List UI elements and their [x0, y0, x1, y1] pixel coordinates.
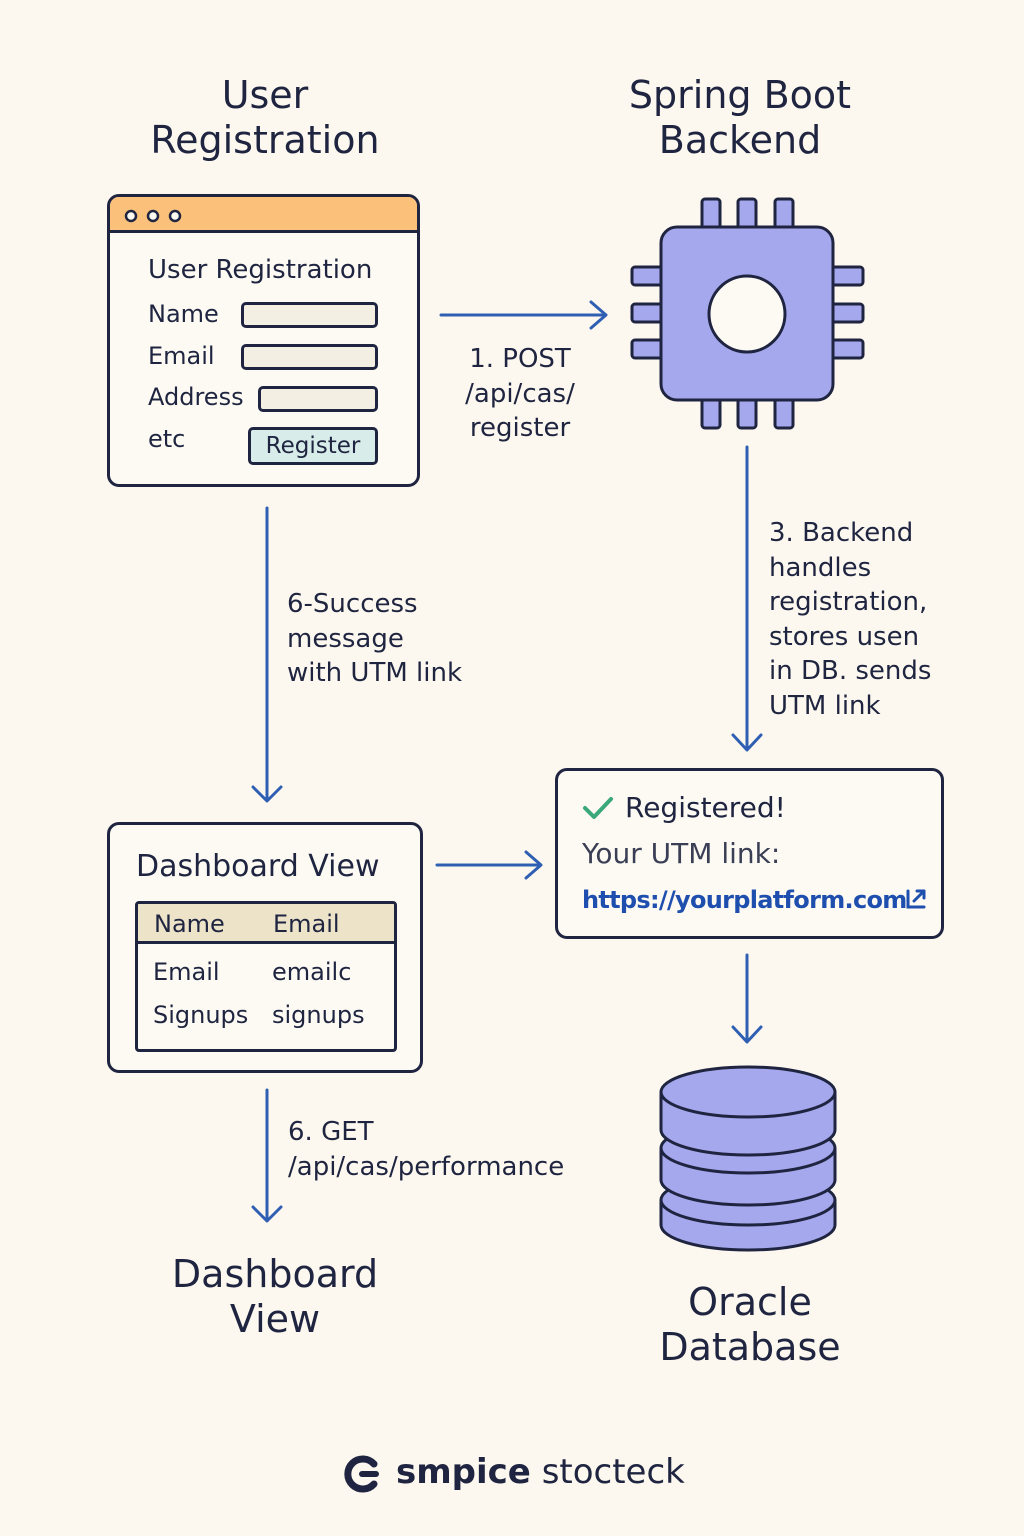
dashboard-table: Name Email Email emailc Signups signups [135, 901, 397, 1052]
register-button[interactable]: Register [248, 427, 378, 465]
table-header-email: Email [273, 910, 340, 938]
table-row: Email emailc [138, 956, 394, 992]
window-titlebar [110, 197, 417, 233]
table-cell: Signups [153, 1001, 249, 1029]
heading-user-registration: User Registration [150, 73, 380, 162]
confirmation-card: Registered! Your UTM link: https://yourp… [555, 768, 944, 939]
email-input[interactable] [241, 344, 378, 370]
brand-name: smpice stocteck [396, 1452, 685, 1492]
brand-name-bold: smpice [396, 1452, 531, 1492]
registered-status: Registered! [625, 791, 786, 824]
heading-spring-boot-backend: Spring Boot Backend [628, 73, 852, 162]
email-label: Email [148, 342, 215, 370]
name-label: Name [148, 300, 219, 328]
table-header-name: Name [154, 910, 225, 938]
brand-name-light: stocteck [541, 1452, 685, 1492]
heading-oracle-database: Oracle Database [659, 1280, 841, 1369]
dashboard-card: Dashboard View Name Email Email emailc S… [107, 822, 423, 1073]
utm-link[interactable]: https://yourplatform.com [582, 886, 907, 914]
table-cell: signups [272, 1001, 365, 1029]
post-arrow-label: 1. POST /api/cas/ register [465, 344, 575, 443]
table-header-row: Name Email [138, 904, 394, 944]
success-arrow-label: 6-Success message with UTM link [287, 589, 463, 688]
name-input[interactable] [241, 302, 378, 328]
dashboard-card-title: Dashboard View [136, 849, 380, 884]
utm-link-prompt: Your UTM link: [582, 837, 781, 870]
table-cell: Email [153, 958, 220, 986]
table-row: Signups signups [138, 999, 394, 1035]
address-input[interactable] [258, 386, 378, 412]
address-label: Address [148, 383, 244, 411]
external-link-icon[interactable] [904, 887, 928, 911]
cpu-chip-icon [628, 196, 868, 436]
backend-arrow-label: 3. Backend handles registration, stores … [769, 518, 932, 721]
etc-label: etc [148, 425, 186, 453]
heading-dashboard-view: Dashboard View [171, 1252, 379, 1341]
get-arrow-label: 6. GET /api/cas/performance [288, 1117, 565, 1182]
brand-logo-icon [343, 1455, 381, 1493]
table-cell: emailc [272, 958, 352, 986]
checkmark-icon [582, 796, 614, 820]
window-dots-icon [124, 208, 194, 223]
form-title: User Registration [148, 255, 373, 285]
database-icon [655, 1060, 841, 1256]
registration-form-window: User Registration Name Email Address etc… [107, 194, 420, 487]
